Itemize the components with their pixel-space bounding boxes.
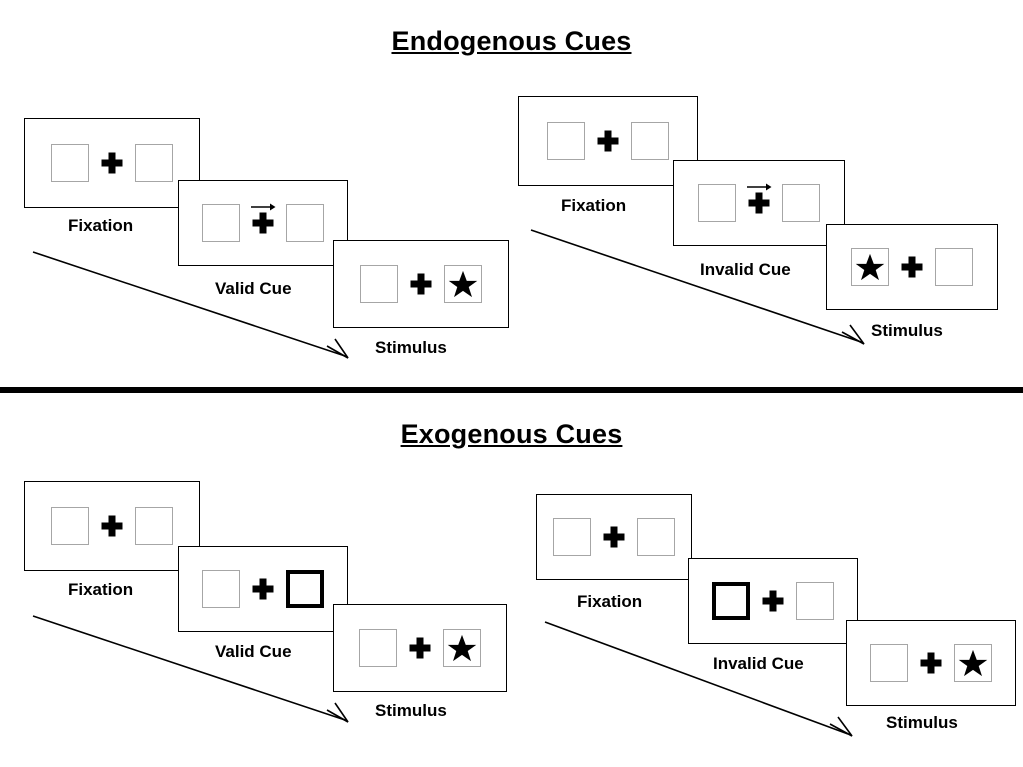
arrow-right-icon: [747, 183, 772, 191]
panel-endogenous-invalid-cue[interactable]: [673, 160, 845, 246]
placeholder-box-left: [553, 518, 591, 556]
star-icon: [958, 649, 988, 677]
plus-icon: [591, 514, 637, 560]
placeholder-box-right: [444, 265, 482, 303]
panel-label-stimulus: Stimulus: [375, 338, 447, 357]
panel-content: [25, 482, 199, 570]
panel-label-fixation: Fixation: [68, 216, 134, 235]
plus-icon: [240, 200, 286, 246]
panel-label-stimulus: Stimulus: [375, 701, 447, 720]
placeholder-box-right: [135, 507, 173, 545]
placeholder-box-right: [631, 122, 669, 160]
panel-label-valid-cue: Valid Cue: [215, 279, 292, 298]
plus-icon: [889, 244, 935, 290]
panel-label-valid-cue: Valid Cue: [215, 642, 292, 661]
placeholder-box-left: [547, 122, 585, 160]
placeholder-box-left: [202, 204, 240, 242]
diagonal-arrow-icon: [530, 229, 865, 345]
panel-exogenous-invalid-fixation[interactable]: [536, 494, 692, 580]
placeholder-box-left: [51, 144, 89, 182]
section-title-endogenous: Endogenous Cues: [391, 26, 632, 56]
panel-content: [179, 547, 347, 631]
plus-icon: [585, 118, 631, 164]
panel-content: [179, 181, 347, 265]
panel-content: [847, 621, 1015, 705]
panel-exogenous-valid-stimulus[interactable]: [333, 604, 507, 692]
placeholder-box-right: [286, 204, 324, 242]
panel-exogenous-invalid-stimulus[interactable]: [846, 620, 1016, 706]
plus-icon: [397, 625, 443, 671]
placeholder-box-right: [796, 582, 834, 620]
section-divider: [0, 387, 1023, 393]
placeholder-box-left: [360, 265, 398, 303]
panel-content: [334, 241, 508, 327]
panel-content: [519, 97, 697, 185]
plus-icon: [398, 261, 444, 307]
placeholder-box-right: [443, 629, 481, 667]
panel-endogenous-valid-stimulus[interactable]: [333, 240, 509, 328]
panel-exogenous-valid-cue[interactable]: [178, 546, 348, 632]
placeholder-box-left: [202, 570, 240, 608]
placeholder-box-right: [954, 644, 992, 682]
panel-content: [689, 559, 857, 643]
panel-label-fixation: Fixation: [577, 592, 643, 611]
diagonal-arrow-icon: [32, 251, 349, 359]
arrow-right-icon: [251, 203, 276, 211]
plus-icon: [750, 578, 796, 624]
plus-icon: [908, 640, 954, 686]
placeholder-box-left: [51, 507, 89, 545]
panel-label-fixation: Fixation: [68, 580, 134, 599]
star-icon: [855, 253, 885, 281]
section-title-exogenous: Exogenous Cues: [400, 419, 623, 449]
plus-icon: [89, 140, 135, 186]
panel-endogenous-invalid-stimulus[interactable]: [826, 224, 998, 310]
placeholder-box-right: [637, 518, 675, 556]
star-icon: [448, 270, 478, 298]
panel-exogenous-valid-fixation[interactable]: [24, 481, 200, 571]
diagonal-arrow-icon: [544, 621, 853, 737]
placeholder-box-left: [698, 184, 736, 222]
placeholder-box-left-cued: [712, 582, 750, 620]
plus-icon: [240, 566, 286, 612]
panel-content: [827, 225, 997, 309]
panel-label-stimulus: Stimulus: [886, 713, 958, 732]
placeholder-box-right: [782, 184, 820, 222]
star-icon: [447, 634, 477, 662]
panel-content: [25, 119, 199, 207]
panel-label-invalid-cue: Invalid Cue: [713, 654, 804, 673]
placeholder-box-left: [851, 248, 889, 286]
panel-endogenous-invalid-fixation[interactable]: [518, 96, 698, 186]
panel-endogenous-valid-fixation[interactable]: [24, 118, 200, 208]
placeholder-box-left: [870, 644, 908, 682]
panel-content: [334, 605, 506, 691]
plus-icon: [736, 180, 782, 226]
placeholder-box-right: [135, 144, 173, 182]
panel-endogenous-valid-cue[interactable]: [178, 180, 348, 266]
placeholder-box-right: [935, 248, 973, 286]
plus-icon: [89, 503, 135, 549]
panel-content: [674, 161, 844, 245]
placeholder-box-left: [359, 629, 397, 667]
panel-label-fixation: Fixation: [561, 196, 627, 215]
placeholder-box-right-cued: [286, 570, 324, 608]
diagonal-arrow-icon: [32, 615, 349, 723]
panel-content: [537, 495, 691, 579]
panel-label-invalid-cue: Invalid Cue: [700, 260, 791, 279]
panel-exogenous-invalid-cue[interactable]: [688, 558, 858, 644]
panel-label-stimulus: Stimulus: [871, 321, 943, 340]
